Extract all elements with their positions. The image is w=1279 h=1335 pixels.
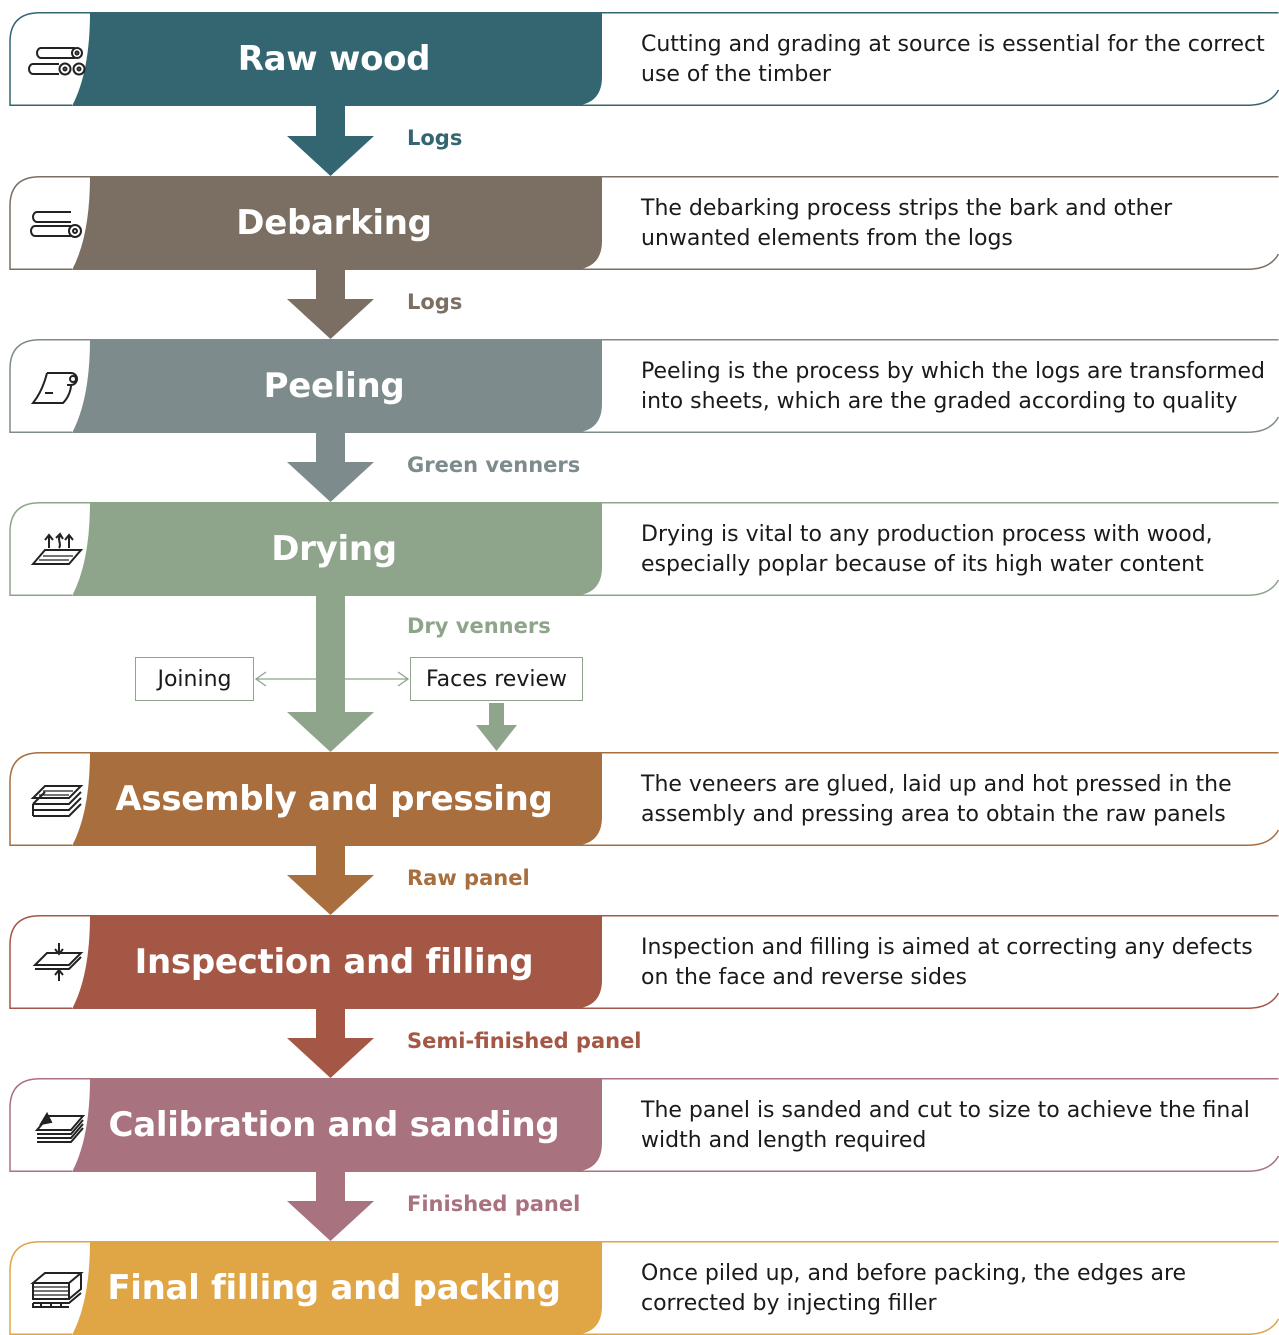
drying-sheet-icon [12, 514, 104, 584]
flow-arrow [287, 596, 374, 752]
stage-frame [9, 176, 1279, 270]
connector-7: Finished panel [0, 1172, 1279, 1241]
connector-label: Finished panel [407, 1192, 581, 1216]
icon-frame-outline [9, 752, 90, 846]
stage-frame [9, 915, 1279, 1009]
stage-description: The panel is sanded and cut to size to a… [641, 1098, 1250, 1153]
stage-title: Raw wood [237, 39, 431, 79]
stage-band [72, 915, 602, 1009]
stage-frame [9, 502, 1279, 596]
pallet-stack-icon [12, 1253, 104, 1323]
stage-description: The veneers are glued, laid up and hot p… [641, 772, 1232, 827]
stage-title: Peeling [263, 366, 405, 406]
connector-4: Dry venners [0, 596, 1279, 752]
stage-frame [9, 1078, 1279, 1172]
stage-band [72, 339, 602, 433]
stage-title: Drying [271, 529, 397, 569]
icon-frame-outline [9, 502, 90, 596]
joining-box: Joining [135, 657, 254, 701]
side-step-arrows [254, 671, 517, 751]
stage-frame [9, 12, 1279, 106]
stage-band [72, 176, 602, 270]
stage-title: Calibration and sanding [108, 1105, 560, 1145]
flow-arrow [287, 433, 374, 502]
press-panel-icon [12, 927, 104, 997]
flow-arrow [287, 270, 374, 339]
stage-title: Inspection and filling [134, 942, 534, 982]
icon-frame-outline [9, 1078, 90, 1172]
stage-description: Once piled up, and before packing, the e… [641, 1261, 1187, 1316]
connector-2: Logs [0, 270, 1279, 339]
stage-7: Calibration and sanding The panel is sand… [0, 1078, 1279, 1172]
flow-arrow [287, 1172, 374, 1241]
stage-band [72, 1078, 602, 1172]
connector-label: Logs [407, 126, 463, 150]
connector-5: Raw panel [0, 846, 1279, 915]
flow-arrow [287, 106, 374, 176]
connector-label: Dry venners [407, 614, 551, 638]
icon-frame-outline [9, 1241, 90, 1335]
stage-4: Drying Drying is vital to any production … [0, 502, 1279, 596]
icon-frame-outline [9, 915, 90, 1009]
stage-frame [9, 339, 1279, 433]
faces-review-box: Faces review [410, 657, 583, 701]
connector-3: Green venners [0, 433, 1279, 502]
flow-arrow [287, 1009, 374, 1078]
stage-description: Peeling is the process by which the logs… [641, 359, 1265, 414]
flow-arrow [287, 846, 374, 915]
connector-label: Semi-finished panel [407, 1029, 642, 1053]
description-frame-outline [570, 752, 1279, 846]
stage-title: Assembly and pressing [115, 779, 553, 819]
connector-1: Logs [0, 106, 1279, 176]
stage-band [72, 752, 602, 846]
stage-title: Debarking [236, 203, 432, 243]
icon-frame-outline [9, 339, 90, 433]
stage-description: Drying is vital to any production proces… [641, 522, 1213, 577]
stacked-sheets-icon [12, 764, 104, 834]
stage-3: Peeling Peeling is the process by which t… [0, 339, 1279, 433]
icon-frame-outline [9, 12, 90, 106]
description-frame-outline [570, 502, 1279, 596]
logs-stack-icon [12, 24, 104, 94]
stage-title: Final filling and packing [107, 1268, 561, 1308]
stage-description: Cutting and grading at source is essenti… [641, 32, 1265, 87]
stage-8: Final filling and packing Once piled up, … [0, 1241, 1279, 1335]
stage-band [72, 12, 602, 106]
description-frame-outline [570, 12, 1279, 106]
connector-label: Raw panel [407, 866, 530, 890]
stage-6: Inspection and filling Inspection and fil… [0, 915, 1279, 1009]
description-frame-outline [570, 1078, 1279, 1172]
sanding-panel-icon [12, 1090, 104, 1160]
stage-description: Inspection and filling is aimed at corre… [641, 935, 1253, 990]
stage-description: The debarking process strips the bark an… [641, 196, 1173, 251]
connector-label: Green venners [407, 453, 581, 477]
logs-icon [12, 188, 104, 258]
connector-label: Logs [407, 290, 463, 314]
stage-frame [9, 752, 1279, 846]
stage-band [72, 1241, 602, 1335]
stage-1: Raw wood Cutting and grading at source is… [0, 12, 1279, 106]
connector-6: Semi-finished panel [0, 1009, 1279, 1078]
stage-2: Debarking The debarking process strips th… [0, 176, 1279, 270]
veneer-roll-icon [12, 351, 104, 421]
stage-5: Assembly and pressing The veneers are glu… [0, 752, 1279, 846]
description-frame-outline [570, 176, 1279, 270]
stage-band [72, 502, 602, 596]
description-frame-outline [570, 915, 1279, 1009]
description-frame-outline [570, 339, 1279, 433]
icon-frame-outline [9, 176, 90, 270]
